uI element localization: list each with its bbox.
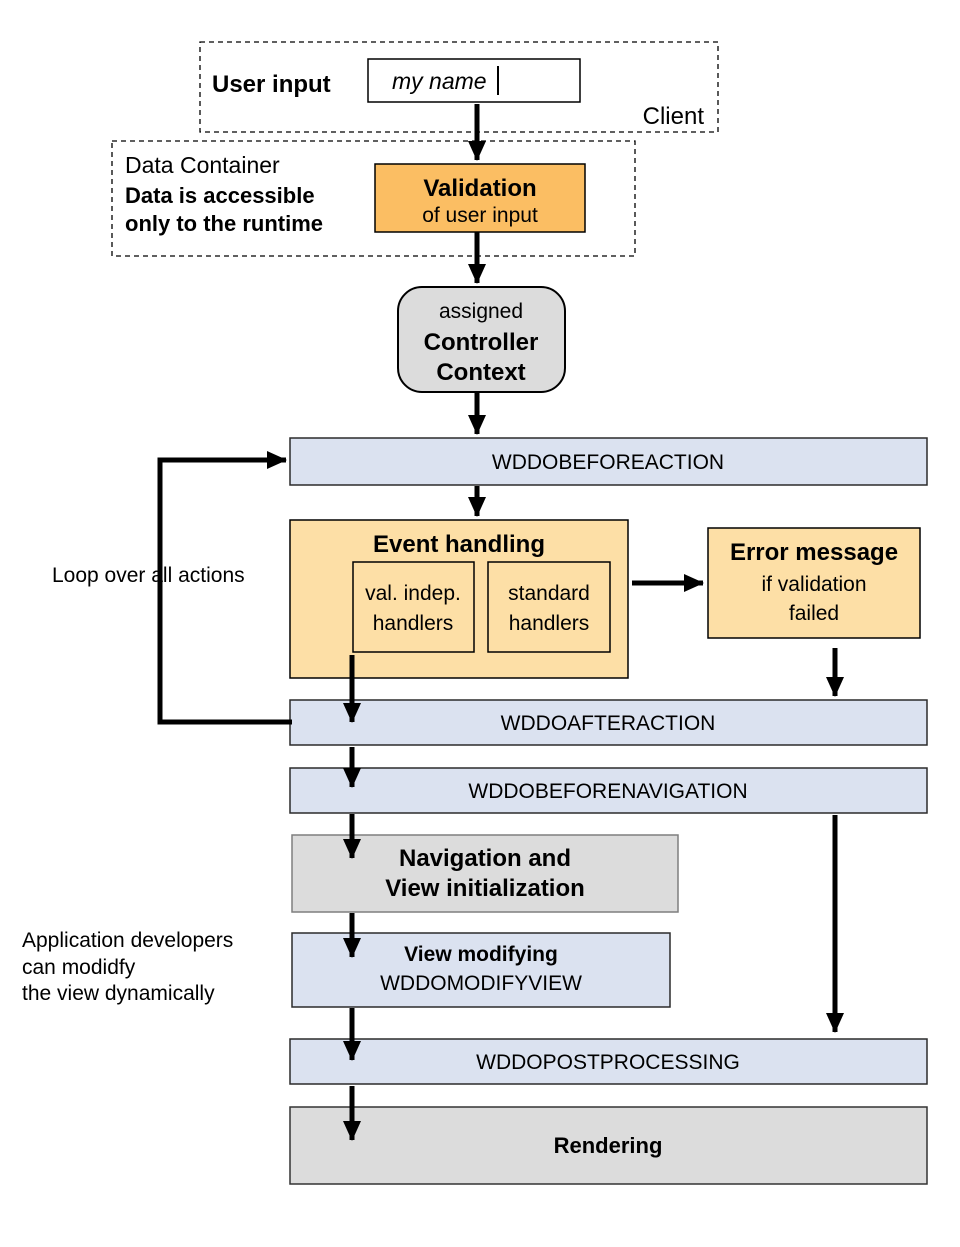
input-value: my name (392, 68, 487, 94)
wddobeforenavigation-bar (289, 767, 928, 814)
controller-context-box (397, 286, 566, 393)
view-modifying-line-2: WDDOMODIFYVIEW (380, 972, 582, 995)
wddobeforeaction-label: WDDOBEFOREACTION (492, 451, 724, 474)
error-message-box (707, 527, 921, 639)
data-container-title: Data Container (125, 152, 280, 178)
user-input-field[interactable] (367, 58, 581, 103)
val-indep-line-2: handlers (373, 612, 454, 635)
data-container-note-2: only to the runtime (125, 211, 323, 236)
arrow-loop (157, 451, 292, 725)
wddobeforeaction-bar (289, 437, 928, 486)
wddobeforenavigation-label: WDDOBEFORENAVIGATION (468, 780, 747, 803)
wddopostprocessing-bar (289, 1038, 928, 1085)
wddoafteraction-bar (289, 699, 928, 746)
val-indep-line-1: val. indep. (365, 582, 461, 605)
val-indep-handlers-box (352, 561, 475, 653)
view-modifying-line-1: View modifying (404, 943, 558, 966)
context-line-context: Context (436, 359, 525, 386)
data-container-note-1: Data is accessible (125, 183, 315, 208)
standard-line-2: handlers (509, 612, 590, 635)
error-message-line-1: if validation (761, 573, 866, 596)
wddoafteraction-label: WDDOAFTERACTION (501, 712, 716, 735)
error-message-title: Error message (730, 539, 898, 566)
context-line-assigned: assigned (439, 300, 523, 323)
rendering-box (289, 1106, 928, 1185)
error-message-line-2: failed (789, 602, 839, 625)
validation-subtitle: of user input (422, 204, 538, 227)
data-container-frame (111, 140, 636, 257)
rendering-label: Rendering (554, 1133, 663, 1158)
standard-handlers-box (487, 561, 611, 653)
client-frame (199, 41, 719, 133)
dev-annotation-line-3: the view dynamically (22, 982, 215, 1005)
user-input-label: User input (212, 71, 331, 98)
wddopostprocessing-label: WDDOPOSTPROCESSING (476, 1051, 740, 1074)
client-label: Client (643, 103, 705, 130)
context-line-controller: Controller (424, 329, 539, 356)
validation-box (374, 163, 586, 233)
dev-annotation-line-1: Application developers (22, 929, 233, 952)
dev-annotation-line-2: can modidfy (22, 956, 136, 979)
standard-line-1: standard (508, 582, 590, 605)
navigation-line-1: Navigation and (399, 845, 571, 872)
loop-annotation: Loop over all actions (52, 564, 245, 587)
navigation-line-2: View initialization (385, 875, 585, 902)
validation-title: Validation (423, 175, 536, 202)
event-handling-title: Event handling (373, 531, 545, 558)
